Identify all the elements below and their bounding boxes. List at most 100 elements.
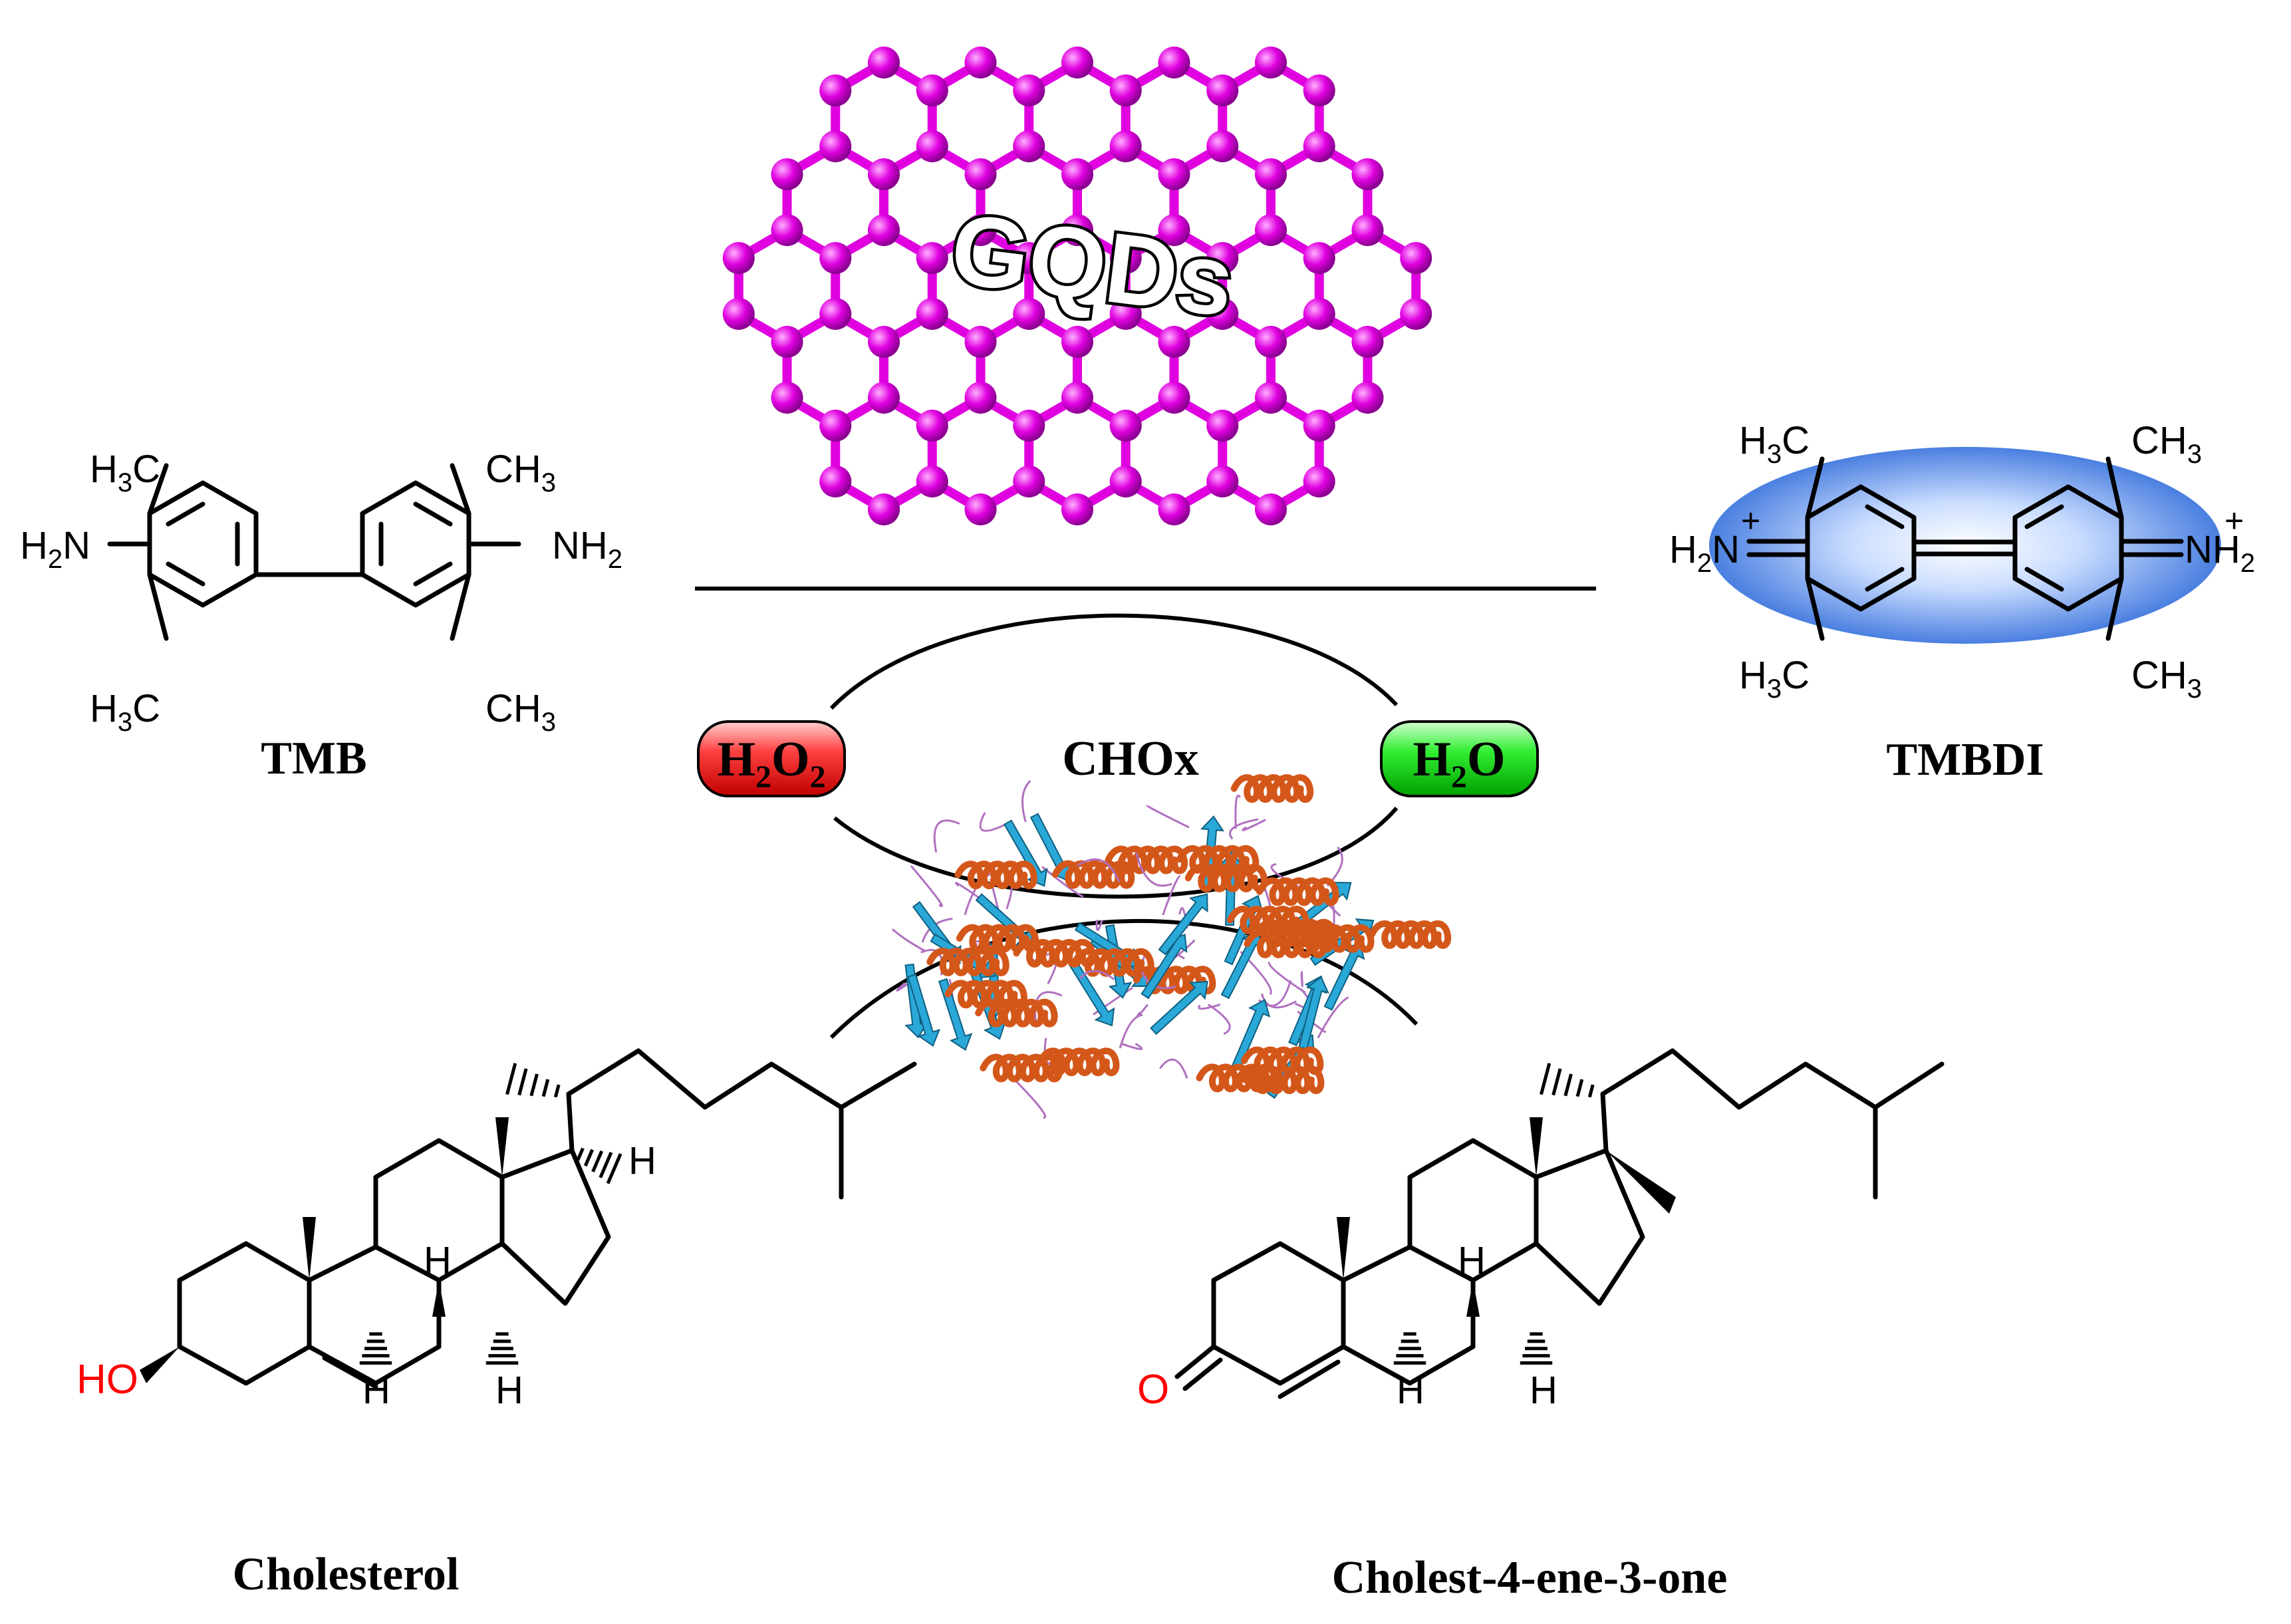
enzyme-loop	[910, 865, 943, 907]
gqd-atom	[819, 130, 852, 162]
cholestenone-label: Cholest-4-ene-3-one	[1332, 1552, 1728, 1603]
gqd-atom	[1158, 214, 1190, 246]
gqd-atom	[1013, 410, 1045, 442]
gqd-atom	[1254, 158, 1287, 190]
gqd-atom	[1158, 382, 1190, 414]
enzyme-loop	[1242, 819, 1266, 831]
h2o2-sub-2b: 2	[810, 759, 826, 795]
hash-line	[1575, 1079, 1584, 1097]
enzyme-loop	[1146, 804, 1190, 829]
gqd-atom	[1254, 326, 1287, 358]
tmbdi-plus-left: +	[1741, 502, 1760, 539]
h2o2-h: H	[717, 732, 755, 787]
chox-label: CHOx	[1062, 732, 1199, 786]
gqd-atom	[819, 74, 852, 106]
tmbdi-plus-right: +	[2224, 502, 2244, 539]
gqd-atom	[868, 47, 900, 78]
cholestenone-structure	[1174, 1048, 1945, 1399]
hash-line	[1563, 1073, 1573, 1097]
enzyme-loop	[1079, 970, 1115, 980]
gqd-atom	[1400, 242, 1432, 274]
gqd-atom	[771, 214, 803, 246]
h2o-o: O	[1467, 732, 1506, 787]
h2o2-badge: H2O2	[697, 720, 846, 797]
enzyme-loop	[1077, 858, 1121, 882]
gqd-atom	[722, 242, 755, 274]
gqd-atom	[1061, 326, 1093, 358]
tmbdi-highlight	[1709, 447, 2221, 644]
tmb-h2n: H2N	[20, 524, 90, 574]
hash-line	[576, 1147, 585, 1161]
cholesterol-h-17: H	[628, 1139, 656, 1182]
tmb-h3c-bottom: H3C	[90, 687, 160, 737]
gqd-atom	[1061, 47, 1093, 78]
gqd-atom	[1206, 74, 1239, 106]
gqd-atom	[1061, 158, 1093, 190]
hash-line	[505, 1063, 517, 1095]
hash-line	[1540, 1063, 1551, 1095]
tmb-structure	[107, 463, 521, 641]
cholestenone-o: O	[1137, 1367, 1169, 1413]
enzyme-loop	[1158, 1058, 1188, 1079]
enzyme-loop	[1135, 853, 1172, 887]
gqd-atom	[916, 130, 948, 162]
gqd-atom	[771, 382, 803, 414]
enzyme-alpha-helix	[926, 948, 1010, 976]
h2o2-to-h2o-arrow	[829, 613, 1399, 710]
gqd-atom	[964, 47, 997, 78]
enzyme-loop	[1300, 971, 1303, 988]
gqd-atom	[868, 493, 900, 525]
enzyme-alpha-helix	[1176, 845, 1260, 874]
gqd-atom	[868, 326, 900, 358]
gqd-atom	[1061, 382, 1093, 414]
gqd-atom	[964, 382, 997, 414]
gqd-atom	[1013, 466, 1045, 497]
gqd-atom	[1254, 493, 1287, 525]
enzyme-alpha-helix	[1368, 920, 1452, 949]
gqd-atom	[722, 298, 755, 330]
enzyme-loop	[1261, 993, 1297, 1009]
gqd-atom	[1109, 242, 1142, 274]
enzyme-loop	[1119, 1014, 1143, 1049]
enzyme-beta-strand	[1158, 893, 1208, 956]
gqd-atom	[916, 298, 948, 330]
gqd-atom	[868, 382, 900, 414]
cholestenone-h-14: H	[1530, 1369, 1557, 1412]
cholesterol-h-8: H	[424, 1239, 452, 1282]
enzyme-beta-strand	[1150, 980, 1208, 1035]
gqd-atom	[916, 410, 948, 442]
gqd-atom	[1109, 298, 1142, 330]
hash-line	[529, 1073, 539, 1097]
enzyme-beta-strand	[1298, 976, 1329, 1050]
enzyme-alpha-helix	[1230, 774, 1314, 803]
tmbdi-structure	[1746, 456, 2184, 641]
gqd-atom	[819, 242, 852, 274]
enzyme-loop	[1021, 780, 1031, 823]
gqd-atom	[1109, 410, 1142, 442]
hash-line	[599, 1151, 613, 1178]
cholesterol-h-14: H	[495, 1369, 523, 1412]
cholestenone-h-8: H	[1458, 1239, 1486, 1282]
enzyme-beta-strand	[907, 974, 941, 1047]
gqd-atom	[916, 242, 948, 274]
enzyme-loop	[1041, 866, 1084, 898]
gqd-atom	[819, 298, 852, 330]
gqd-atom	[1109, 466, 1142, 497]
gqd-atom	[1206, 242, 1239, 274]
gqd-atom	[1061, 493, 1093, 525]
enzyme-loop	[1234, 795, 1242, 829]
tmbdi-nh2: NH2	[2185, 528, 2255, 578]
gqd-label: GQDs	[945, 192, 1239, 338]
gqd-atom	[1254, 382, 1287, 414]
gqd-atom	[771, 158, 803, 190]
gqd-atom	[1351, 326, 1384, 358]
enzyme-loop	[1229, 818, 1259, 840]
gqd-atom	[1158, 493, 1190, 525]
enzyme-loop	[891, 928, 926, 952]
enzyme-loop	[1162, 875, 1182, 916]
hash-line	[1551, 1068, 1562, 1096]
gqd-atom	[868, 214, 900, 246]
tmb-ch3-bottom: CH3	[485, 687, 556, 737]
gqd-atom	[1254, 214, 1287, 246]
cholesterol-h-9: H	[362, 1369, 390, 1412]
